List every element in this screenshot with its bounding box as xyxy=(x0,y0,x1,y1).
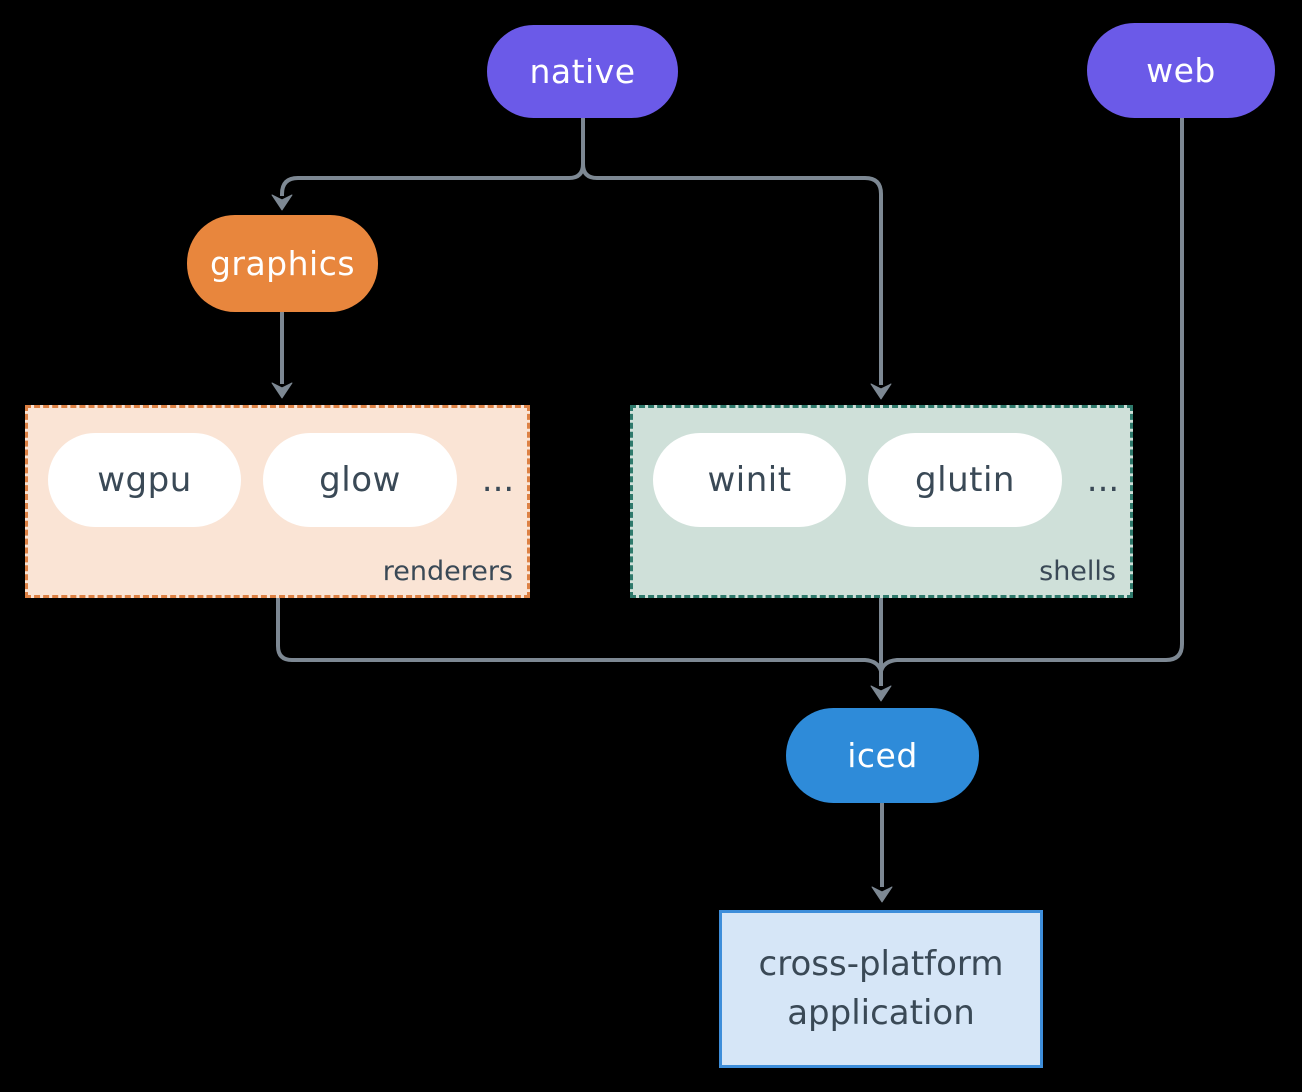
node-application: cross-platform application xyxy=(719,910,1043,1068)
group-shells: winit glutin ... shells xyxy=(630,405,1133,598)
edge-native-to-graphics xyxy=(280,118,585,196)
node-iced: iced xyxy=(786,708,979,803)
node-glutin-label: glutin xyxy=(915,460,1015,500)
node-glutin: glutin xyxy=(868,433,1062,527)
node-winit-label: winit xyxy=(707,460,792,500)
node-glow-label: glow xyxy=(319,460,401,500)
node-glow: glow xyxy=(263,433,457,527)
shells-ellipsis: ... xyxy=(1086,460,1120,500)
application-label-line2: application xyxy=(787,993,975,1033)
node-iced-label: iced xyxy=(847,736,918,775)
node-graphics: graphics xyxy=(187,215,378,312)
node-web-label: web xyxy=(1146,51,1216,90)
renderers-ellipsis: ... xyxy=(481,460,515,500)
arrowhead-application xyxy=(871,886,893,903)
node-native-label: native xyxy=(529,52,636,91)
group-renderers: wgpu glow ... renderers xyxy=(25,405,530,598)
arrowhead-graphics xyxy=(271,194,293,211)
application-label-line1: cross-platform xyxy=(758,944,1004,984)
arrowhead-iced xyxy=(870,685,892,702)
node-wgpu-label: wgpu xyxy=(97,460,192,500)
node-web: web xyxy=(1087,23,1275,118)
arrowhead-renderers xyxy=(271,382,293,399)
arrowhead-shells xyxy=(870,383,892,400)
node-winit: winit xyxy=(653,433,846,527)
edge-web-to-iced xyxy=(879,118,1184,672)
edge-renderers-to-iced xyxy=(276,598,883,672)
shells-group-label: shells xyxy=(1039,556,1116,587)
node-wgpu: wgpu xyxy=(48,433,241,527)
node-native: native xyxy=(487,25,678,118)
renderers-group-label: renderers xyxy=(382,556,513,587)
node-graphics-label: graphics xyxy=(209,244,356,283)
edge-native-to-shells xyxy=(581,118,883,385)
